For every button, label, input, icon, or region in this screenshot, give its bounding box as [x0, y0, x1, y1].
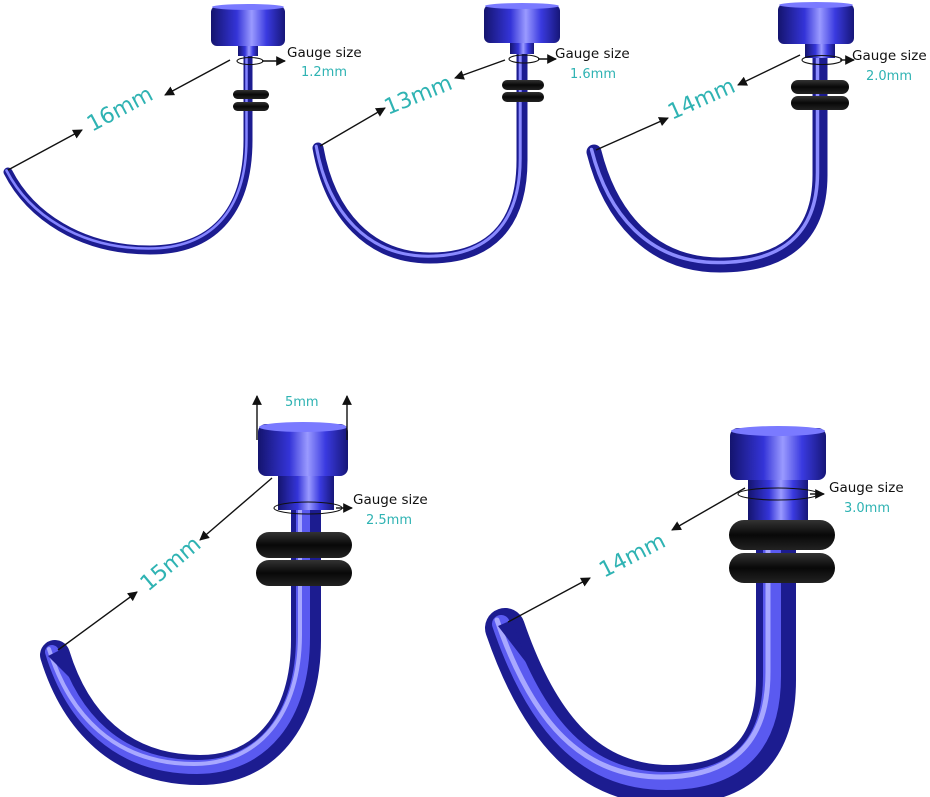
hook-5-length-arrow-upper — [671, 487, 746, 531]
hook-3-length-arrow-upper — [737, 54, 801, 86]
hook-5-neck — [748, 472, 808, 524]
hook-4-gauge-value: 2.5mm — [366, 513, 412, 528]
hook-3-head — [778, 4, 854, 44]
hook-5-length-label: 14mm — [595, 529, 669, 583]
hook-3-oring-1 — [791, 80, 849, 94]
hook-2-curve — [312, 34, 528, 264]
hook-4-gauge-title: Gauge size — [353, 492, 428, 508]
hook-2-oring-1 — [502, 80, 544, 90]
hook-4-width-label: 5mm — [285, 395, 319, 410]
hook-1-head — [211, 6, 285, 46]
hook-4-head — [258, 424, 348, 476]
hook-2-length-arrow-lower — [319, 107, 386, 147]
hook-1-length-label: 16mm — [83, 82, 157, 137]
hook-5-oring-1 — [729, 520, 835, 550]
hook-3-length-arrow-lower — [595, 117, 669, 151]
hook-5-curve — [485, 450, 796, 797]
hook-2-oring-2 — [502, 92, 544, 102]
hook-4-oring-2 — [256, 560, 352, 586]
hook-4-tip — [48, 650, 72, 680]
hook-2: 13mm Gauge size 1.6mm — [312, 3, 630, 264]
hook-4: 5mm 15mm Gauge size 2.5mm — [40, 395, 428, 786]
hook-5: 14mm Gauge size 3.0mm — [485, 426, 904, 797]
hook-3-oring-2 — [791, 96, 849, 110]
hook-5-gauge-title: Gauge size — [829, 480, 904, 496]
hook-2-length-label: 13mm — [381, 71, 456, 121]
hook-1-gauge-value: 1.2mm — [301, 65, 347, 80]
hook-2-gauge-title: Gauge size — [555, 46, 630, 62]
hook-5-head — [730, 428, 826, 480]
hook-3-length-label: 14mm — [664, 74, 739, 126]
hook-3-gauge-title: Gauge size — [852, 48, 927, 64]
hook-3: 14mm Gauge size 2.0mm — [586, 2, 927, 273]
hook-4-oring-1 — [256, 532, 352, 558]
hook-2-gauge-value: 1.6mm — [570, 67, 616, 82]
hook-1-oring-2 — [233, 102, 269, 111]
hook-5-oring-2 — [729, 553, 835, 583]
hook-4-length-label: 15mm — [136, 532, 206, 597]
hook-3-curve — [586, 34, 828, 273]
hook-1-oring-1 — [233, 90, 269, 99]
hook-1-length-arrow-upper — [164, 59, 231, 96]
hook-4-length-arrow-lower — [57, 591, 138, 651]
hook-1: 16mm Gauge size 1.2mm — [3, 4, 362, 255]
hook-4-length-arrow-upper — [199, 477, 273, 541]
hook-5-length-arrow-lower — [507, 577, 591, 623]
hook-2-head — [484, 5, 560, 43]
hook-2-length-arrow-upper — [454, 59, 506, 80]
hook-3-gauge-value: 2.0mm — [866, 69, 912, 84]
hook-5-tip — [498, 620, 528, 665]
hook-5-gauge-value: 3.0mm — [844, 501, 890, 516]
hook-1-length-arrow-lower — [7, 129, 83, 171]
hook-1-gauge-title: Gauge size — [287, 45, 362, 61]
hook-1-curve — [3, 40, 253, 255]
